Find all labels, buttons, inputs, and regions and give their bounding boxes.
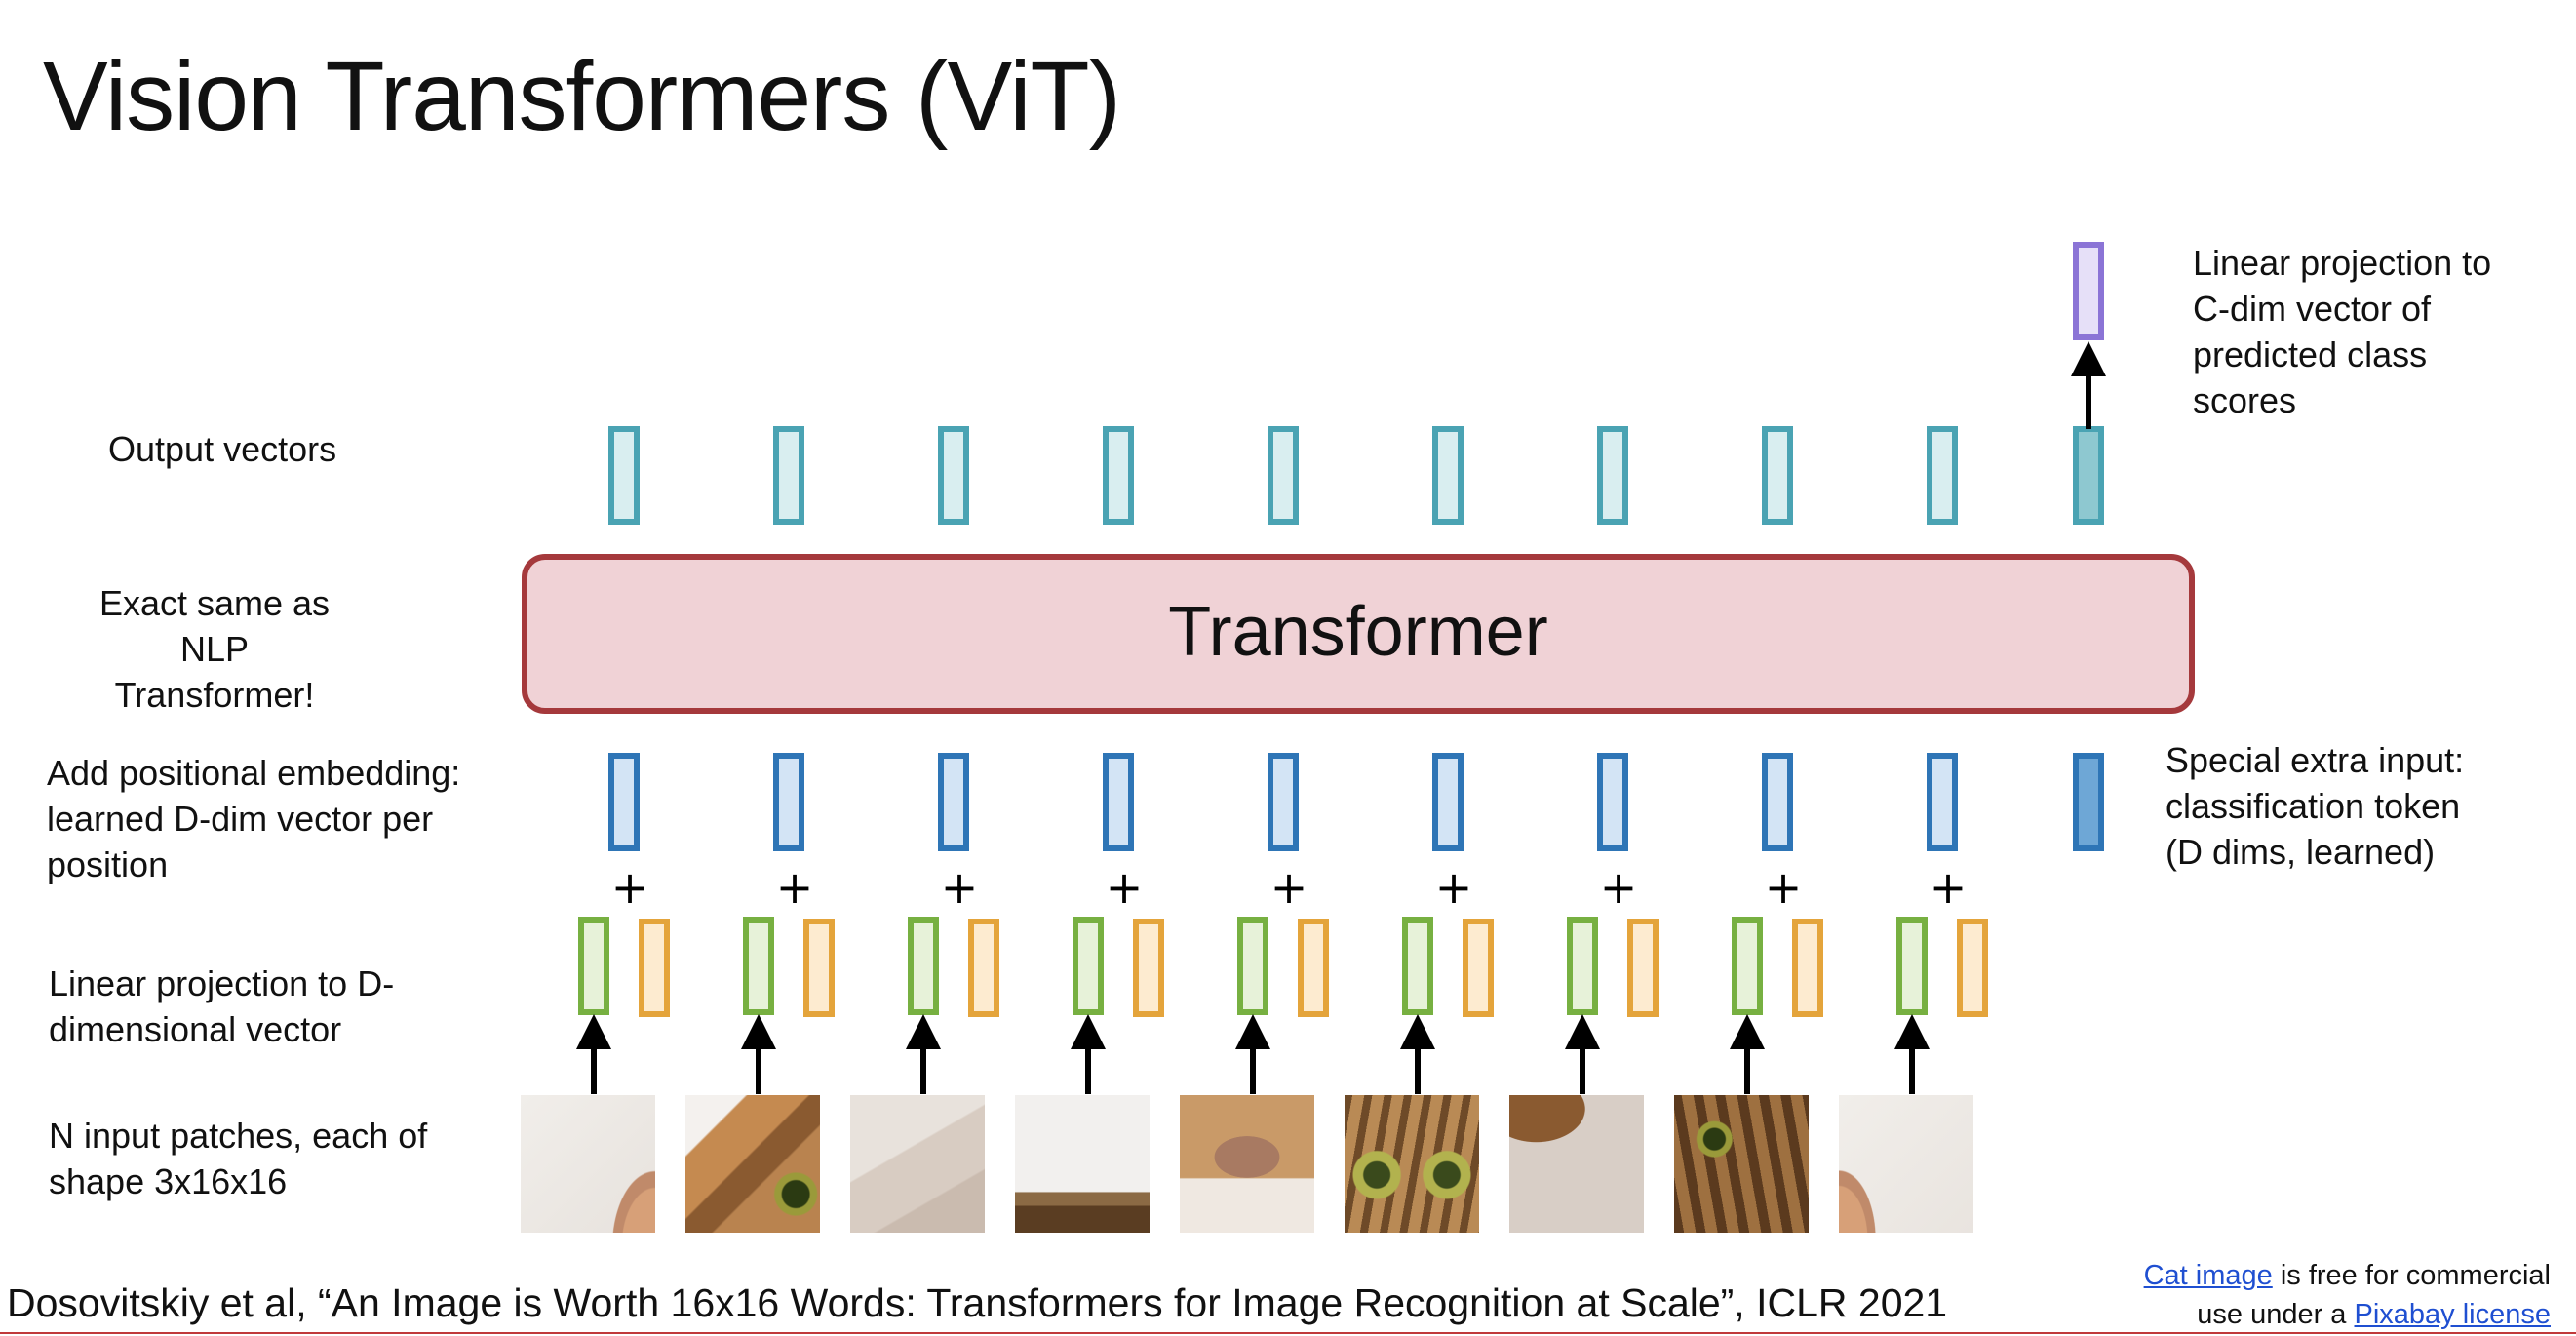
- label-special-line1: Special extra input:: [2166, 740, 2465, 780]
- patch-embedding-vector: [1073, 917, 1104, 1015]
- label-linear-proj-line1: Linear projection to D-: [49, 963, 395, 1003]
- image-patch: [1015, 1095, 1150, 1233]
- transformer-block: [522, 554, 2195, 714]
- label-linear-projection: Linear projection to D- dimensional vect…: [49, 961, 394, 1052]
- class-score-vector: [2073, 242, 2104, 340]
- output-vector: [1927, 426, 1958, 525]
- positional-vector: [803, 919, 835, 1017]
- positional-embedding-vector: [1597, 753, 1628, 851]
- label-special-line3: (D dims, learned): [2166, 832, 2436, 872]
- pixabay-license-link[interactable]: Pixabay license: [2354, 1299, 2552, 1330]
- patch-embedding-vector: [743, 917, 774, 1015]
- patch-embedding-vector: [1402, 917, 1433, 1015]
- positional-vector: [1792, 919, 1823, 1017]
- positional-vector: [968, 919, 999, 1017]
- label-input-patches: N input patches, each of shape 3x16x16: [49, 1113, 427, 1204]
- output-vector: [1762, 426, 1793, 525]
- patch-embedding-vector: [578, 917, 609, 1015]
- image-credit: Cat image is free for commercial use und…: [2144, 1256, 2551, 1334]
- label-exact-same-line1: Exact same as NLP: [98, 583, 331, 669]
- positional-embedding-vector: [938, 753, 969, 851]
- plus-sign: +: [941, 861, 979, 914]
- image-patch: [521, 1095, 655, 1233]
- positional-vector: [1133, 919, 1164, 1017]
- image-patch: [1674, 1095, 1809, 1233]
- image-patch: [1180, 1095, 1314, 1233]
- output-vector: [1432, 426, 1464, 525]
- image-patch: [685, 1095, 820, 1233]
- output-vector: [773, 426, 804, 525]
- citation: Dosovitskiy et al, “An Image is Worth 16…: [7, 1280, 1948, 1325]
- label-input-patches-line2: shape 3x16x16: [49, 1161, 288, 1201]
- label-class-projection: Linear projection to C-dim vector of pre…: [2193, 240, 2491, 423]
- image-patch: [1839, 1095, 1973, 1233]
- label-class-proj-line2: C-dim vector of: [2193, 289, 2432, 329]
- output-vector: [1103, 426, 1134, 525]
- positional-embedding-vector: [1268, 753, 1299, 851]
- patch-embedding-vector: [908, 917, 939, 1015]
- plus-sign: +: [1930, 861, 1968, 914]
- positional-embedding-vector: [773, 753, 804, 851]
- label-positional-line2: learned D-dim vector per: [47, 799, 434, 839]
- credit-text-2: use under a: [2197, 1299, 2355, 1330]
- positional-vector: [1957, 919, 1988, 1017]
- image-patch: [1345, 1095, 1479, 1233]
- plus-sign: +: [776, 861, 814, 914]
- label-exact-same: Exact same as NLP Transformer!: [68, 580, 361, 718]
- plus-sign: +: [1106, 861, 1144, 914]
- label-special-line2: classification token: [2166, 786, 2461, 826]
- plus-sign: +: [1765, 861, 1803, 914]
- plus-sign: +: [611, 861, 649, 914]
- label-input-patches-line1: N input patches, each of: [49, 1116, 428, 1156]
- credit-text-1: is free for commercial: [2272, 1260, 2551, 1291]
- transformer-label: Transformer: [1168, 593, 1548, 671]
- plus-sign: +: [1435, 861, 1473, 914]
- positional-vector: [639, 919, 670, 1017]
- positional-vector: [1298, 919, 1329, 1017]
- output-vector: [608, 426, 640, 525]
- label-positional-embedding: Add positional embedding: learned D-dim …: [47, 750, 460, 887]
- plus-sign: +: [1270, 861, 1308, 914]
- positional-embedding-vector: [608, 753, 640, 851]
- label-output-vectors: Output vectors: [108, 429, 337, 469]
- output-vector: [1597, 426, 1628, 525]
- image-patch: [850, 1095, 985, 1233]
- patch-embedding-vector: [1896, 917, 1928, 1015]
- patch-embedding-vector: [1732, 917, 1763, 1015]
- label-class-proj-line3: predicted class: [2193, 334, 2428, 374]
- image-patch: [1509, 1095, 1644, 1233]
- label-positional-line3: position: [47, 845, 169, 884]
- label-positional-line1: Add positional embedding:: [47, 753, 461, 793]
- label-special-token: Special extra input: classification toke…: [2166, 737, 2464, 875]
- positional-vector: [1463, 919, 1494, 1017]
- patch-embedding-vector: [1237, 917, 1268, 1015]
- footer-rule: [0, 1332, 2576, 1334]
- class-output-vector: [2073, 426, 2104, 525]
- positional-embedding-vector: [1927, 753, 1958, 851]
- output-vector: [938, 426, 969, 525]
- label-exact-same-line2: Transformer!: [114, 675, 315, 715]
- positional-vector: [1627, 919, 1659, 1017]
- positional-embedding-vector: [1762, 753, 1793, 851]
- patch-embedding-vector: [1567, 917, 1598, 1015]
- positional-embedding-vector: [1432, 753, 1464, 851]
- slide-title: Vision Transformers (ViT): [43, 42, 1121, 151]
- cat-image-link[interactable]: Cat image: [2143, 1260, 2273, 1291]
- output-vector: [1268, 426, 1299, 525]
- label-linear-proj-line2: dimensional vector: [49, 1009, 342, 1049]
- positional-embedding-vector: [1103, 753, 1134, 851]
- label-class-proj-line1: Linear projection to: [2193, 243, 2492, 283]
- class-token-vector: [2073, 753, 2104, 851]
- plus-sign: +: [1600, 861, 1638, 914]
- label-class-proj-line4: scores: [2193, 380, 2297, 420]
